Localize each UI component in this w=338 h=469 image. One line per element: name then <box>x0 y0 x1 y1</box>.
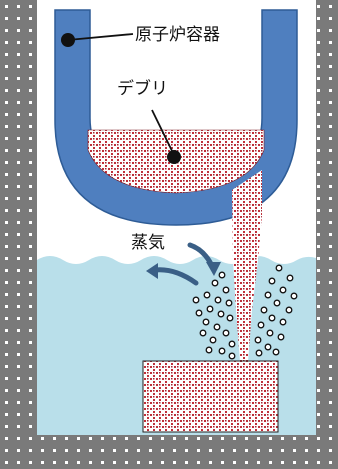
steam-label: 蒸気 <box>131 233 165 253</box>
containment-wall-left <box>0 0 37 469</box>
debris-leader-line <box>151 109 175 156</box>
debris-label: デブリ <box>117 78 168 99</box>
containment-floor <box>0 435 338 469</box>
vessel-leader-line <box>67 33 134 41</box>
containment-wall-right <box>316 0 338 469</box>
bubbles-right <box>254 264 298 357</box>
vessel-leader-dot <box>61 33 75 47</box>
vessel-label: 原子炉容器 <box>135 25 220 45</box>
debris-pile <box>142 360 279 433</box>
bubbles-left <box>192 271 236 360</box>
debris-stream <box>232 170 262 362</box>
debris-leader-dot <box>167 150 181 164</box>
steam-arrows <box>146 242 221 286</box>
